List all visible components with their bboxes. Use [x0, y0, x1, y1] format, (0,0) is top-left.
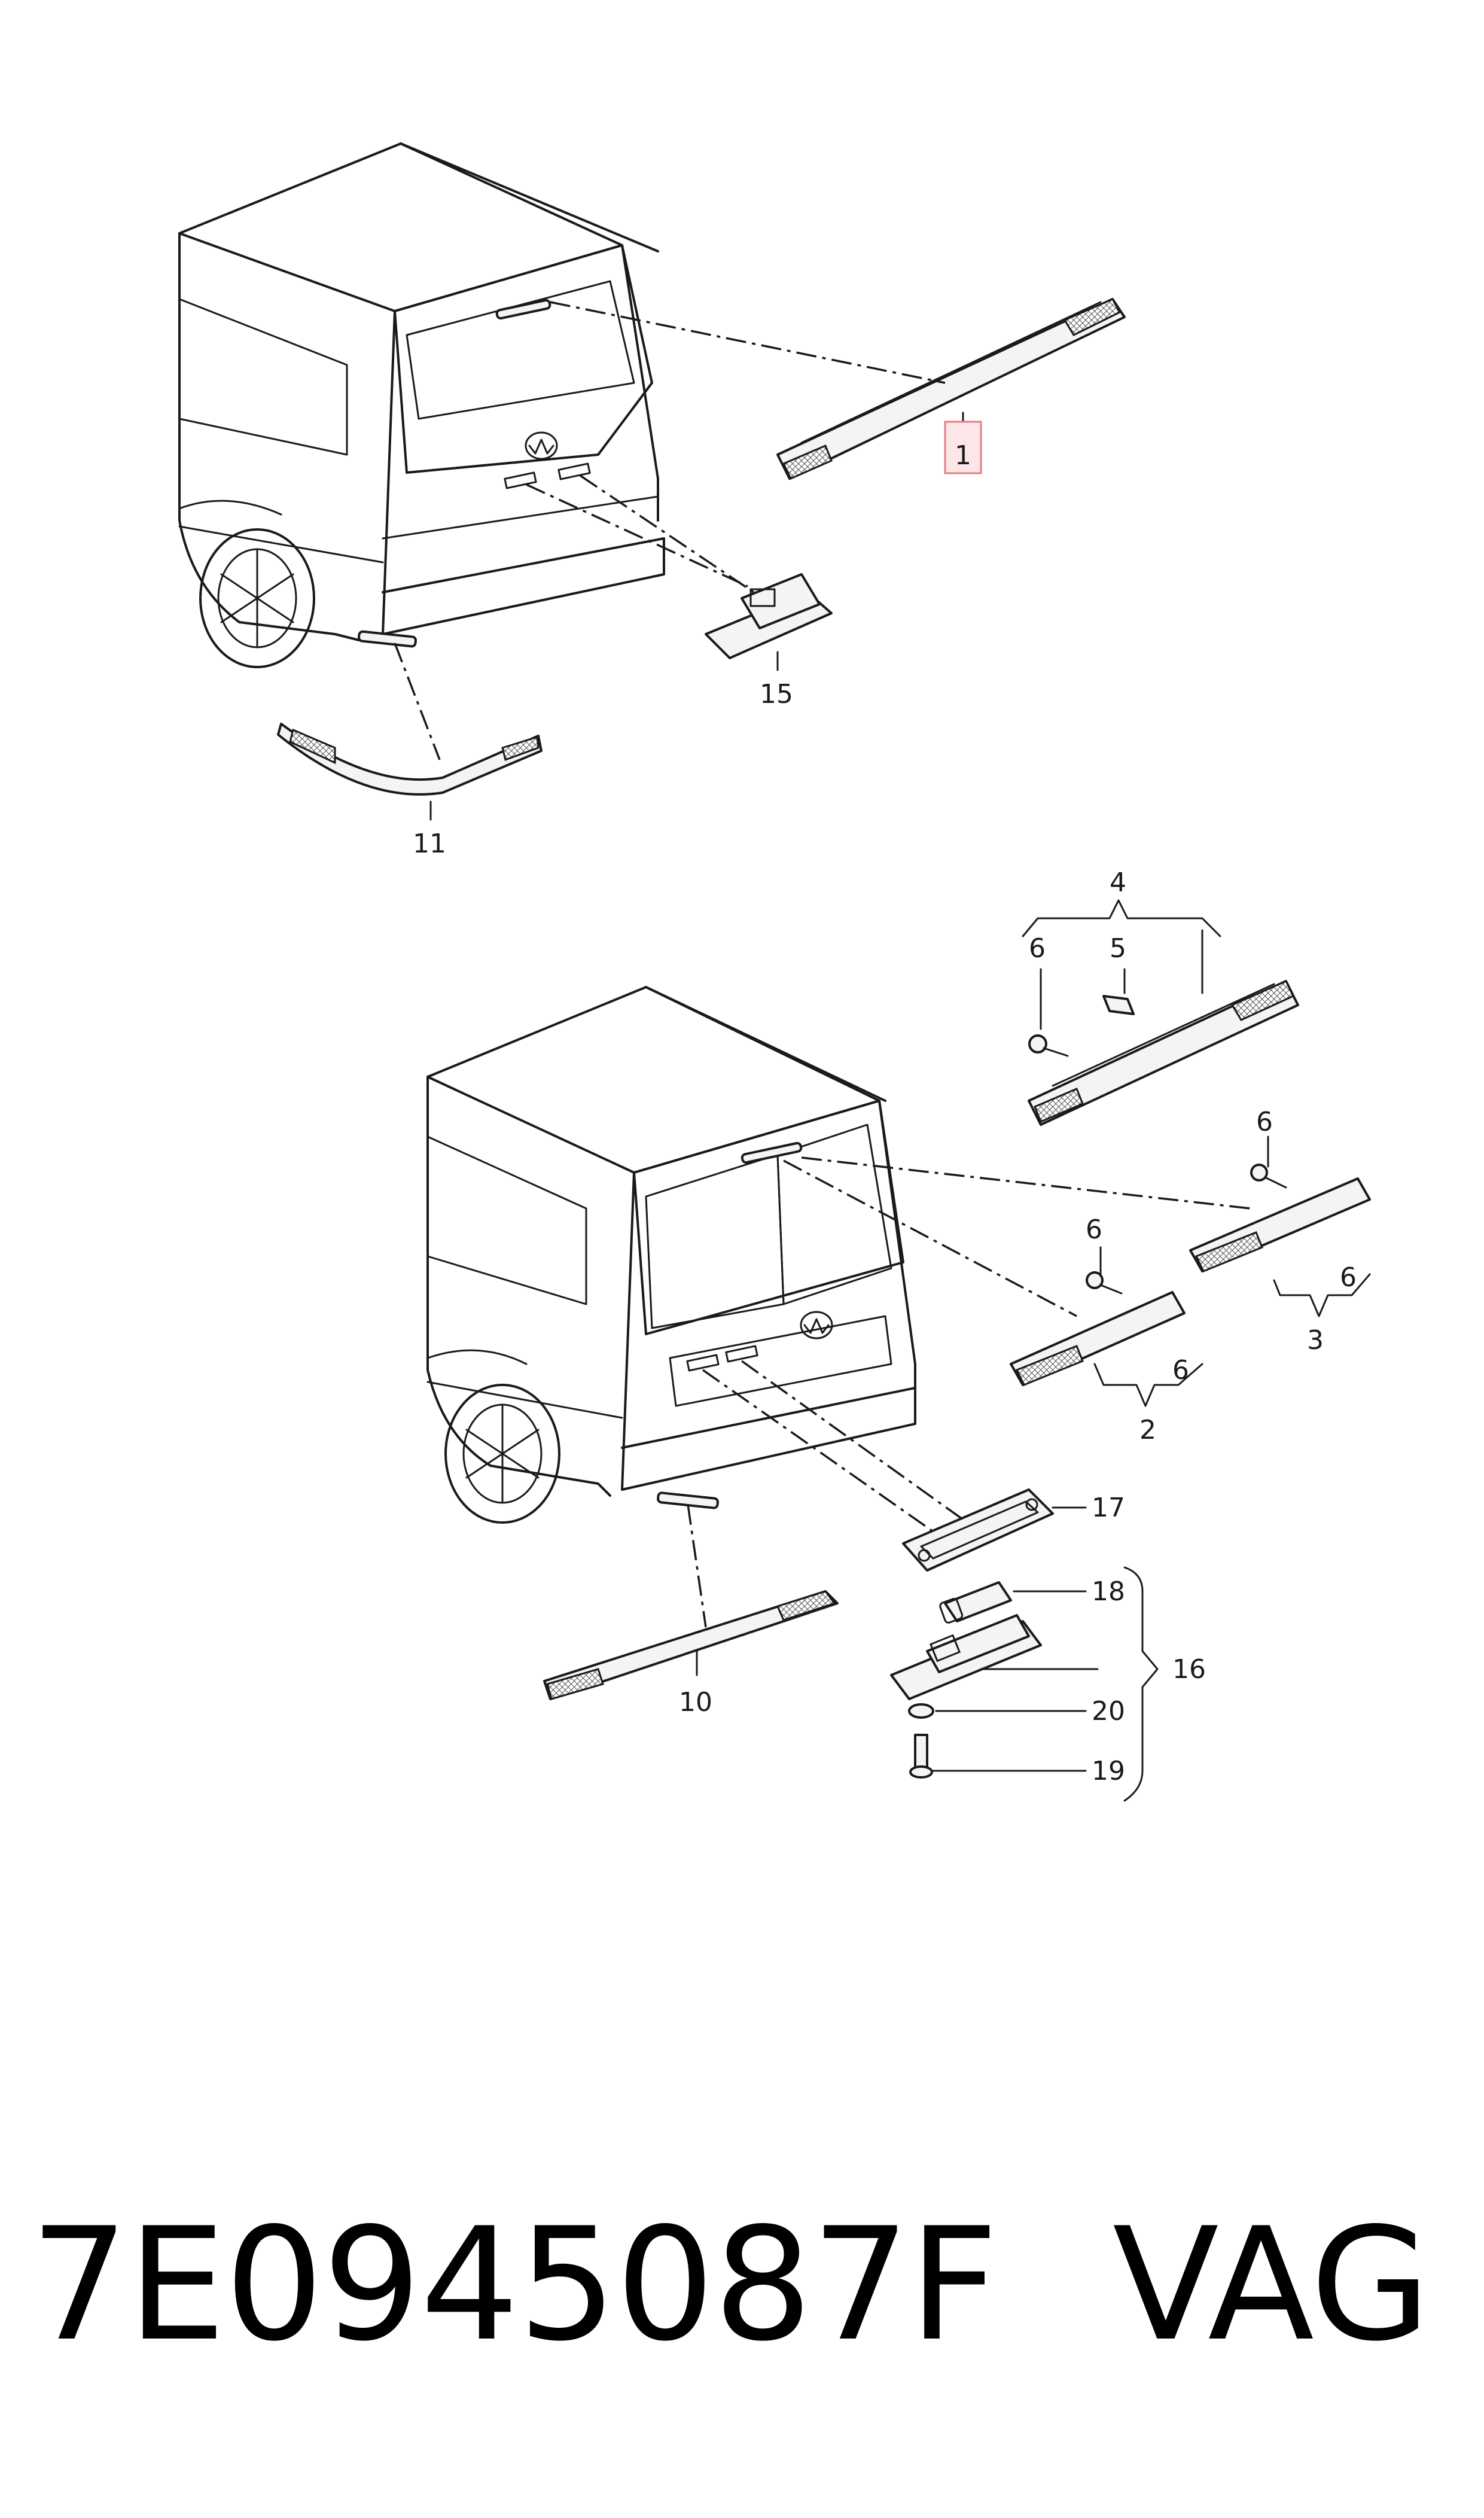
van-rear-bottom	[426, 986, 916, 1524]
part-1-brake-light[interactable]	[776, 298, 1126, 480]
label-6d: 6	[1086, 1214, 1102, 1245]
part-5-bulb[interactable]	[1102, 995, 1135, 1015]
label-1: 1	[955, 440, 971, 471]
part-18-bulb[interactable]	[939, 1581, 1012, 1624]
leader-dash-3	[801, 1156, 1251, 1210]
part-10-reflector[interactable]	[543, 1590, 839, 1700]
leader-dash-17a	[702, 1369, 934, 1533]
label-17: 17	[1092, 1493, 1125, 1523]
part-11-reflector[interactable]	[277, 723, 543, 796]
label-6e: 6	[1172, 1355, 1189, 1386]
label-5: 5	[1110, 933, 1126, 964]
label-2: 2	[1139, 1415, 1156, 1445]
label-18: 18	[1092, 1576, 1125, 1607]
label-6b: 6	[1256, 1107, 1273, 1137]
leader-dash-17b	[741, 1360, 964, 1521]
part-20-washer[interactable]	[908, 1703, 934, 1719]
brand-text: VAG	[1113, 2195, 1431, 2376]
part-17-gasket[interactable]	[902, 1488, 1054, 1572]
label-4: 4	[1110, 867, 1126, 898]
label-6a: 6	[1029, 933, 1046, 964]
leader-dash-10	[687, 1504, 707, 1628]
leader-dash-2	[783, 1159, 1077, 1317]
van-rear-top	[178, 142, 665, 668]
part-3-brake-light-half[interactable]	[1189, 1177, 1371, 1272]
label-3: 3	[1307, 1325, 1324, 1356]
leader-dash-15a	[526, 483, 748, 587]
part-6-screw-b[interactable]	[1250, 1164, 1287, 1189]
label-1-highlight[interactable]	[944, 421, 982, 474]
part-4-brake-light[interactable]	[1028, 980, 1299, 1126]
label-16: 16	[1172, 1654, 1206, 1685]
part-6-screw-a[interactable]	[1028, 1034, 1069, 1057]
part-19-screw[interactable]	[909, 1734, 933, 1779]
part-6-screw-c[interactable]	[1086, 1271, 1123, 1295]
part-16-lamp-housing[interactable]	[890, 1614, 1042, 1700]
part-number-text: 7E0945087F	[30, 2195, 998, 2376]
part-2-brake-light-half[interactable]	[1010, 1291, 1186, 1386]
leader-dash-1	[550, 301, 946, 384]
part-15-plate-lamp[interactable]	[705, 573, 833, 659]
label-20: 20	[1092, 1696, 1125, 1727]
label-11: 11	[413, 829, 446, 859]
label-10: 10	[679, 1687, 712, 1718]
leader-dash-11	[394, 643, 441, 760]
leader-dash-15b	[580, 474, 754, 593]
label-6c: 6	[1340, 1262, 1357, 1293]
label-15: 15	[760, 679, 793, 710]
label-19: 19	[1092, 1756, 1125, 1786]
